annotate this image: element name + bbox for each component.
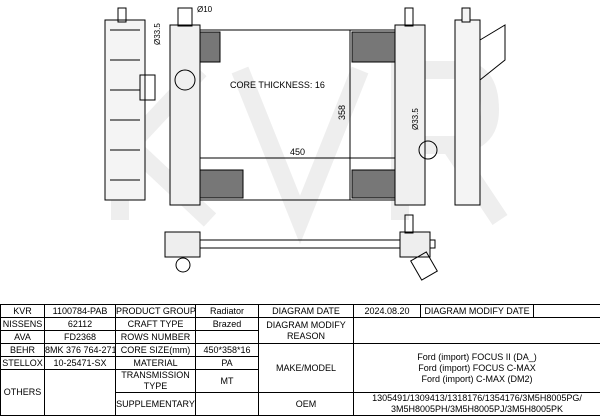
oem-label: OEM [259, 393, 354, 416]
transmission-label: TRANSMISSION TYPE [116, 370, 196, 393]
product-group-value: Radiator [196, 305, 259, 318]
make-model-label: MAKE/MODEL [259, 344, 354, 393]
others-label: OTHERS [1, 370, 45, 416]
stellox-label: STELLOX [1, 357, 45, 370]
make-model-line: Ford (import) C-MAX (DM2) [354, 374, 600, 385]
modify-reason-label: DIAGRAM MODIFY REASON [259, 318, 354, 344]
make-model-line: Ford (import) FOCUS II (DA_) [354, 352, 600, 363]
diagram-date-value: 2024.08.20 [354, 305, 421, 318]
material-label: MATERIAL [116, 357, 196, 370]
core-thickness-label: CORE THICKNESS: 16 [230, 80, 325, 90]
make-model-value: Ford (import) FOCUS II (DA_) Ford (impor… [354, 344, 600, 393]
supplementary-value [196, 393, 259, 416]
spec-table: KVR 1100784-PAB PRODUCT GROUP Radiator D… [0, 304, 600, 416]
radiator-front-view [170, 8, 437, 205]
nissens-value: 62112 [45, 318, 116, 331]
outlet-diameter-label: Ø33.5 [411, 108, 420, 130]
core-size-label: CORE SIZE(mm) [116, 344, 196, 357]
height-dimension: 358 [337, 105, 347, 120]
inlet-diameter-label: Ø33.5 [153, 23, 162, 45]
material-value: PA [196, 357, 259, 370]
core-size-value: 450*358*16 [196, 344, 259, 357]
craft-type-value: Brazed [196, 318, 259, 331]
transmission-value: MT [196, 370, 259, 393]
craft-type-label: CRAFT TYPE [116, 318, 196, 331]
radiator-drawing: CORE THICKNESS: 16 450 358 Ø10 Ø33.5 Ø33… [0, 0, 600, 304]
rows-number-label: ROWS NUMBER [116, 331, 196, 344]
stellox-value: 10-25471-SX [45, 357, 116, 370]
diagram-date-label: DIAGRAM DATE [259, 305, 354, 318]
kvr-value: 1100784-PAB [45, 305, 116, 318]
others-value [45, 370, 116, 416]
nissens-label: NISSENS [1, 318, 45, 331]
diagram-modify-date-label: DIAGRAM MODIFY DATE [421, 305, 534, 318]
behr-label: BEHR [1, 344, 45, 357]
modify-reason-value [354, 318, 600, 344]
make-model-line: Ford (import) FOCUS C-MAX [354, 363, 600, 374]
kvr-label: KVR [1, 305, 45, 318]
supplementary-label: SUPPLEMENTARY [116, 393, 196, 416]
ava-label: AVA [1, 331, 45, 344]
oem-line: 1305491/1309413/1318176/1354176/3M5H8005… [354, 393, 600, 404]
width-dimension: 450 [290, 147, 305, 157]
oem-value: 1305491/1309413/1318176/1354176/3M5H8005… [354, 393, 600, 416]
ava-value: FD2368 [45, 331, 116, 344]
pipe-diameter-label: Ø10 [197, 5, 213, 14]
oem-line: 3M5H8005PH/3M5H8005PJ/3M5H8005PK [354, 404, 600, 415]
product-group-label: PRODUCT GROUP [116, 305, 196, 318]
rows-number-value [196, 331, 259, 344]
behr-value: 8MK 376 764-271 [45, 344, 116, 357]
diagram-modify-date-value [534, 305, 600, 318]
